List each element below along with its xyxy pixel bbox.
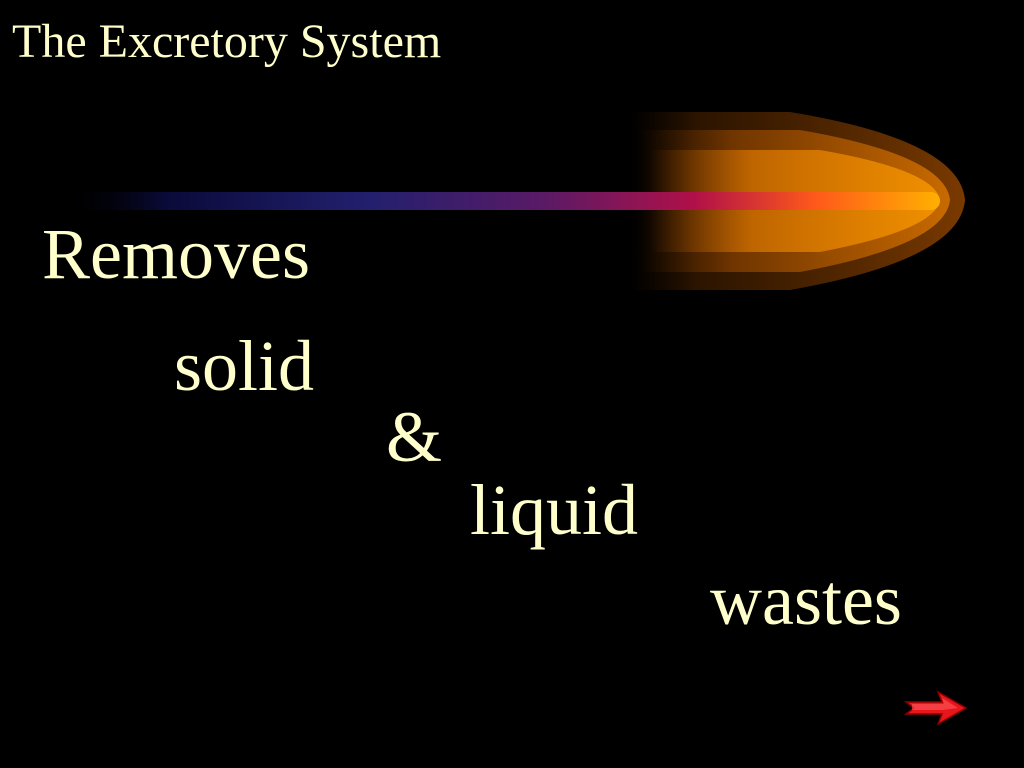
- red-arrow-right-icon[interactable]: [902, 688, 970, 728]
- word-solid: solid: [174, 326, 315, 406]
- slide-title: The Excretory System: [12, 15, 442, 68]
- comet-streak-icon: [60, 112, 965, 290]
- word-removes: Removes: [42, 214, 310, 294]
- word-liquid: liquid: [470, 470, 639, 550]
- word-ampersand: &: [386, 397, 443, 477]
- word-wastes: wastes: [710, 560, 902, 640]
